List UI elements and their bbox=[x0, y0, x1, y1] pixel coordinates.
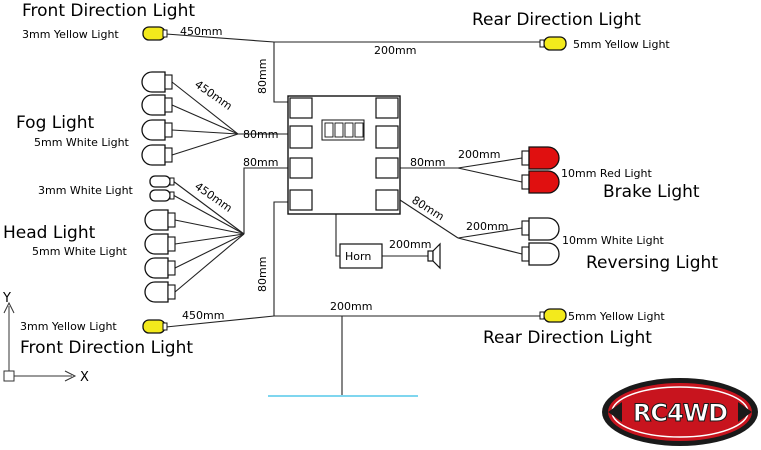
dim-450-top: 450mm bbox=[180, 25, 222, 38]
horn-box: Horn bbox=[339, 243, 383, 269]
yellow-led-rear-bottom bbox=[539, 308, 567, 323]
head-lights bbox=[144, 175, 176, 303]
axis-origin-icon bbox=[3, 301, 77, 382]
dim-200-bottom: 200mm bbox=[330, 300, 372, 313]
dim-200-rev: 200mm bbox=[466, 220, 508, 233]
front-direction-top-spec: 3mm Yellow Light bbox=[22, 28, 119, 41]
rear-direction-bottom-title: Rear Direction Light bbox=[483, 328, 652, 348]
rear-direction-bottom-spec: 5mm Yellow Light bbox=[568, 310, 665, 323]
dim-450-bottom: 450mm bbox=[182, 309, 224, 322]
front-direction-bottom-title: Front Direction Light bbox=[20, 338, 193, 358]
head-light-spec: 5mm White Light bbox=[32, 245, 128, 258]
dim-200-horn: 200mm bbox=[389, 238, 431, 251]
horn-speaker-icon bbox=[427, 242, 441, 270]
front-direction-bottom-spec: 3mm Yellow Light bbox=[20, 320, 117, 333]
dim-80-head: 80mm bbox=[243, 156, 278, 169]
control-box bbox=[287, 95, 401, 215]
brake-light-spec: 10mm Red Light bbox=[561, 167, 652, 180]
rear-direction-top-title: Rear Direction Light bbox=[472, 10, 641, 30]
dim-80-vert-top: 80mm bbox=[256, 59, 269, 94]
rc4wd-logo: RC4WD bbox=[602, 378, 758, 446]
yellow-led-rear-top bbox=[539, 36, 567, 51]
rear-direction-top-spec: 5mm Yellow Light bbox=[573, 38, 670, 51]
brake-light-title: Brake Light bbox=[603, 182, 700, 202]
reversing-lights bbox=[521, 217, 560, 266]
dim-200-top: 200mm bbox=[374, 44, 416, 57]
brake-lights bbox=[521, 146, 560, 194]
wires bbox=[165, 33, 540, 396]
yellow-led-front-bottom bbox=[142, 319, 168, 334]
reversing-light-spec: 10mm White Light bbox=[562, 234, 665, 247]
fog-lights bbox=[141, 71, 173, 166]
dim-200-brake: 200mm bbox=[458, 148, 500, 161]
axis-x-label: X bbox=[80, 370, 89, 385]
dim-80-brake: 80mm bbox=[410, 156, 445, 169]
dim-80-vert-bottom: 80mm bbox=[256, 257, 269, 292]
axis-y-label: Y bbox=[2, 291, 11, 306]
fog-light-title: Fog Light bbox=[16, 113, 95, 133]
horn-label: Horn bbox=[345, 250, 371, 263]
dim-80-fog: 80mm bbox=[243, 128, 278, 141]
yellow-led-front-top bbox=[142, 26, 168, 41]
head-light-title: Head Light bbox=[3, 223, 96, 243]
fog-light-spec: 5mm White Light bbox=[34, 136, 130, 149]
dim-450-fog: 450mm bbox=[192, 78, 234, 113]
logo-text: RC4WD bbox=[633, 399, 727, 427]
reversing-light-title: Reversing Light bbox=[586, 253, 718, 273]
head-light-small-spec: 3mm White Light bbox=[38, 184, 134, 197]
front-direction-top-title: Front Direction Light bbox=[22, 1, 195, 21]
